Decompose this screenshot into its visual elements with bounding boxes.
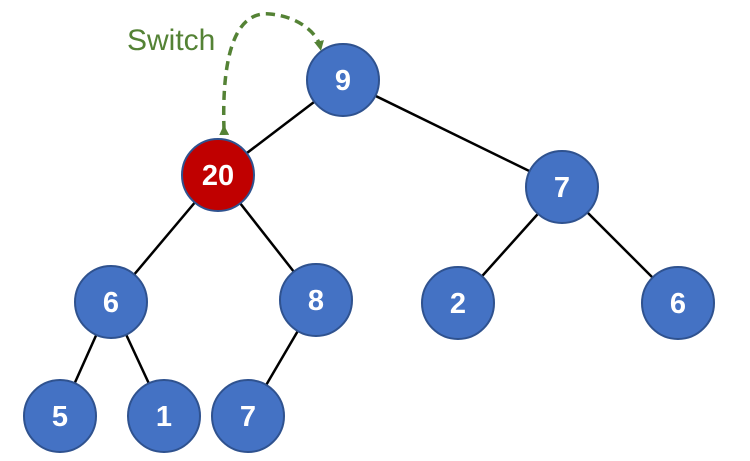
node-circle — [525, 150, 599, 224]
switch-annotation: Switch — [127, 12, 324, 136]
node-1: 1 — [127, 379, 201, 453]
node-circle — [127, 379, 201, 453]
node-8: 8 — [279, 263, 353, 337]
node-circle — [279, 263, 353, 337]
node-2: 2 — [421, 266, 495, 340]
node-label: 2 — [450, 288, 466, 320]
node-circle — [211, 379, 285, 453]
node-circle-highlighted — [181, 138, 255, 212]
node-5: 5 — [23, 379, 97, 453]
node-label: 6 — [670, 288, 686, 320]
node-label: 8 — [308, 285, 324, 317]
node-label: 20 — [202, 160, 234, 192]
tree-edges — [58, 78, 679, 417]
node-circle — [421, 266, 495, 340]
node-label: 6 — [103, 287, 119, 319]
node-label: 9 — [335, 65, 351, 97]
node-root-9: 9 — [306, 43, 380, 117]
node-circle — [23, 379, 97, 453]
swap-arrow-icon — [219, 12, 324, 136]
node-6-left: 6 — [74, 265, 148, 339]
edge-9-7 — [342, 78, 563, 189]
node-6-right: 6 — [641, 266, 715, 340]
node-label: 5 — [52, 401, 68, 433]
node-label: 7 — [554, 172, 570, 204]
node-20-highlighted: 20 — [181, 138, 255, 212]
node-circle — [74, 265, 148, 339]
switch-label: Switch — [127, 24, 215, 57]
node-label: 1 — [156, 401, 172, 433]
node-7-right: 7 — [525, 150, 599, 224]
node-circle — [641, 266, 715, 340]
node-label: 7 — [240, 401, 256, 433]
node-7-bottom: 7 — [211, 379, 285, 453]
